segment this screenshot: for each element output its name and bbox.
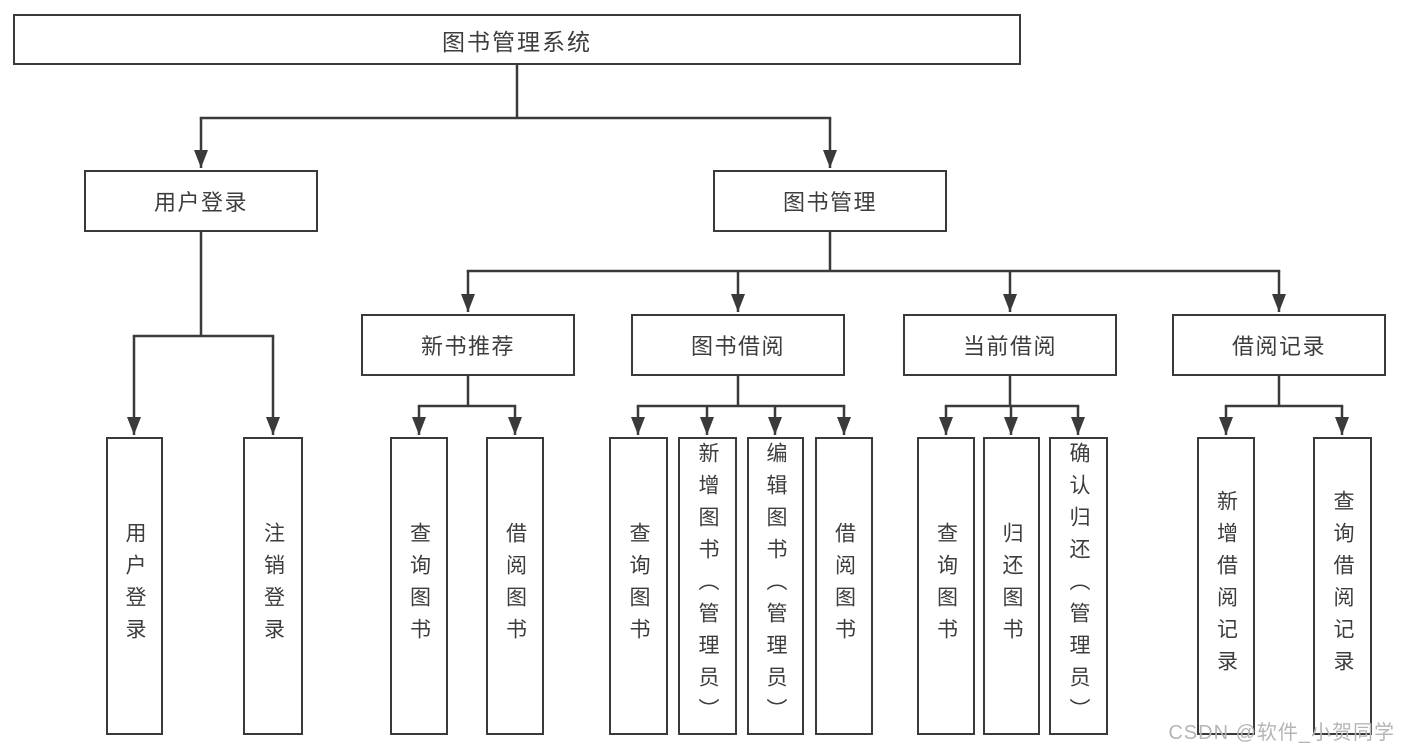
node-book-management: 图书管理 xyxy=(713,170,947,232)
leaf-confirm-return-admin: 确认归还（管理员） xyxy=(1049,437,1108,735)
node-book-borrowing-label: 图书借阅 xyxy=(690,334,785,359)
leaf-query-books-borrowing: 查询图书 xyxy=(609,437,668,735)
leaf-add-books-admin-label: 新增图书（管理员） xyxy=(696,442,719,730)
leaf-query-books-current: 查询图书 xyxy=(917,437,975,735)
leaf-query-books-recommend: 查询图书 xyxy=(390,437,448,735)
node-new-book-recommend: 新书推荐 xyxy=(361,314,575,376)
leaf-borrow-books-label: 借阅图书 xyxy=(832,522,856,650)
node-book-management-label: 图书管理 xyxy=(782,190,877,215)
node-borrow-records-label: 借阅记录 xyxy=(1231,334,1326,359)
node-borrow-records: 借阅记录 xyxy=(1172,314,1386,376)
leaf-add-books-admin: 新增图书（管理员） xyxy=(678,437,737,735)
leaf-borrow-books: 借阅图书 xyxy=(815,437,873,735)
leaf-query-borrow-record-label: 查询借阅记录 xyxy=(1331,490,1354,682)
tree-branch-lines xyxy=(132,63,1344,408)
leaf-query-borrow-record: 查询借阅记录 xyxy=(1313,437,1372,735)
leaf-edit-books-admin-label: 编辑图书（管理员） xyxy=(764,442,787,730)
leaf-return-books-label: 归还图书 xyxy=(1000,522,1023,650)
leaf-add-borrow-record-label: 新增借阅记录 xyxy=(1214,490,1238,682)
leaf-add-borrow-record: 新增借阅记录 xyxy=(1197,437,1255,735)
leaf-query-books-current-label: 查询图书 xyxy=(934,522,958,650)
leaf-borrow-books-recommend: 借阅图书 xyxy=(486,437,544,735)
watermark: CSDN @软件_小贺同学 xyxy=(1168,722,1395,744)
node-user-login-label: 用户登录 xyxy=(153,190,248,215)
leaf-user-login: 用户登录 xyxy=(106,437,163,735)
leaf-query-books-borrowing-label: 查询图书 xyxy=(627,522,650,650)
leaf-borrow-books-recommend-label: 借阅图书 xyxy=(503,522,527,650)
leaf-query-books-recommend-label: 查询图书 xyxy=(407,522,431,650)
leaf-return-books: 归还图书 xyxy=(983,437,1040,735)
node-new-book-recommend-label: 新书推荐 xyxy=(420,334,515,359)
node-system-root: 图书管理系统 xyxy=(13,14,1021,65)
node-current-borrowing-label: 当前借阅 xyxy=(962,334,1057,359)
leaf-confirm-return-admin-label: 确认归还（管理员） xyxy=(1067,442,1090,730)
node-system-root-label: 图书管理系统 xyxy=(442,28,592,55)
leaf-edit-books-admin: 编辑图书（管理员） xyxy=(747,437,804,735)
leaf-logout: 注销登录 xyxy=(243,437,303,735)
node-user-login: 用户登录 xyxy=(84,170,318,232)
node-book-borrowing: 图书借阅 xyxy=(631,314,845,376)
leaf-user-login-label: 用户登录 xyxy=(123,522,146,650)
tree-arrow-lines xyxy=(127,118,1349,435)
leaf-logout-label: 注销登录 xyxy=(261,522,285,650)
node-current-borrowing: 当前借阅 xyxy=(903,314,1117,376)
